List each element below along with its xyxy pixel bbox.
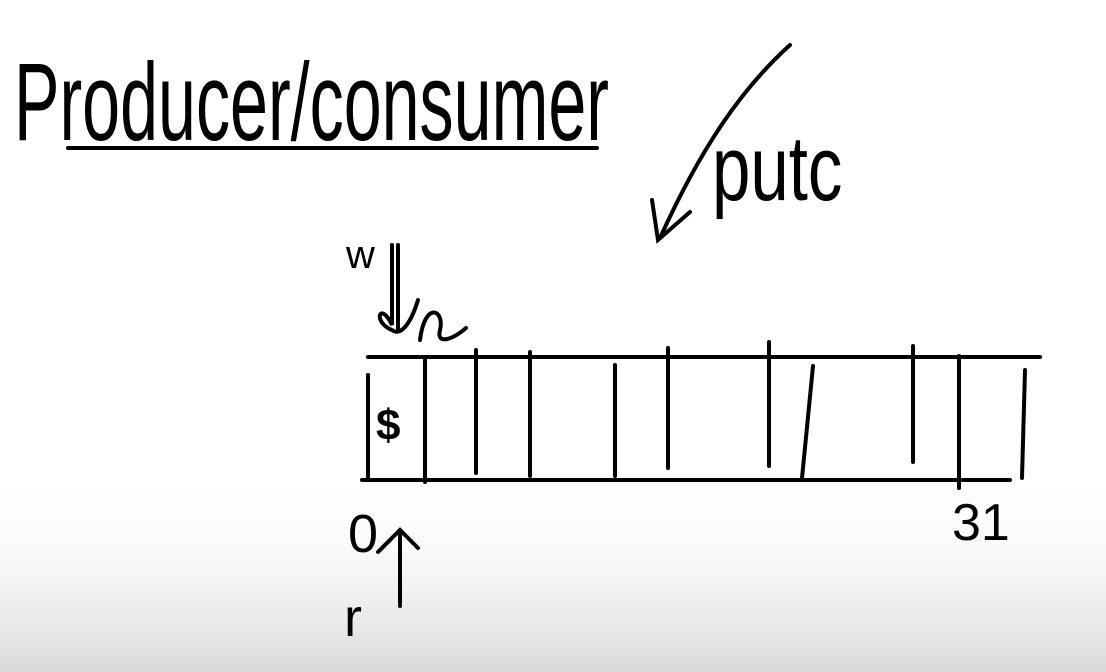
putc-label: putc bbox=[712, 117, 842, 220]
page-title-group: Producer/consumer bbox=[14, 41, 609, 164]
read-pointer-arrow bbox=[376, 527, 420, 608]
putc-arrowhead bbox=[650, 198, 692, 244]
write-pointer-arrow bbox=[377, 243, 420, 334]
bottom-shade bbox=[0, 470, 1106, 672]
read-pointer-label: r bbox=[344, 588, 362, 648]
write-pointer-next-arrow bbox=[418, 310, 468, 342]
putc-label-group: putc bbox=[712, 117, 842, 220]
putc-arrow bbox=[658, 43, 792, 240]
page-title: Producer/consumer bbox=[14, 41, 609, 164]
buffer-slot-0-content: $ bbox=[376, 401, 400, 450]
write-pointer-label: w bbox=[345, 233, 375, 277]
buffer-divider bbox=[1020, 368, 1027, 480]
buffer-first-index: 0 bbox=[348, 504, 378, 564]
buffer-divider bbox=[800, 364, 815, 480]
buffer-last-index: 31 bbox=[952, 494, 1010, 552]
ring-buffer: $ bbox=[360, 340, 1042, 490]
